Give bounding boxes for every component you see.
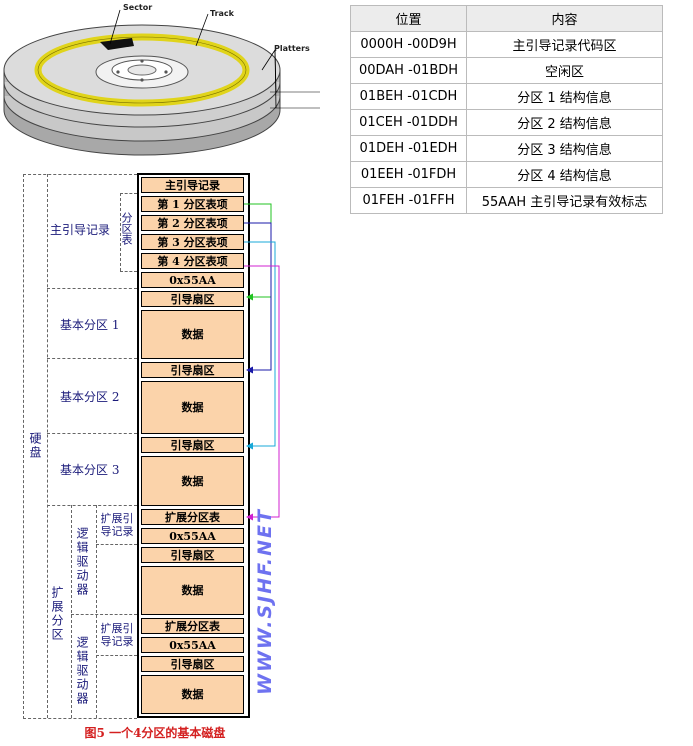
- watermark: WWW.SJHF.NET: [254, 508, 276, 695]
- arrow-entry-4-to-extended-table: [244, 265, 280, 521]
- table-cell-content: 分区 3 结构信息: [466, 135, 663, 162]
- data-5-block: 数据: [141, 675, 244, 714]
- partition-entry-3-block: 第 3 分区表项: [141, 234, 244, 250]
- boot-sector-5-block: 引导扇区: [141, 656, 244, 672]
- arrow-entry-1-to-boot-sector-1: [244, 203, 272, 301]
- arrow-entry-2-to-boot-sector-2: [244, 222, 272, 374]
- bracket-line: [120, 271, 137, 272]
- ext-boot-record-2-label: 扩展引导记录: [100, 622, 134, 648]
- bracket-line: [47, 288, 137, 289]
- bracket-line: [47, 433, 137, 434]
- logical-drive-1-label: 逻辑驱动器: [75, 527, 89, 597]
- table-cell-content: 分区 2 结构信息: [466, 109, 663, 136]
- table-cell-position: 01DEH -01EDH: [350, 135, 467, 162]
- bracket-line: [47, 358, 137, 359]
- bracket-line: [23, 174, 24, 719]
- table-cell-position: 01FEH -01FFH: [350, 187, 467, 214]
- ext-boot-record-1-label: 扩展引导记录: [100, 512, 134, 538]
- bracket-line: [120, 193, 137, 194]
- mbr-block: 主引导记录: [141, 177, 244, 193]
- bracket-line: [71, 505, 72, 718]
- bracket-line: [47, 505, 137, 506]
- bracket-line: [96, 505, 97, 718]
- data-4-block: 数据: [141, 566, 244, 615]
- basic-partition-1-label: 基本分区 1: [60, 318, 120, 332]
- bracket-line: [71, 614, 137, 615]
- table-header-row: 位置 内容: [350, 5, 663, 32]
- table-cell-position: 0000H -00D9H: [350, 31, 467, 58]
- sector-label: Sector: [123, 3, 153, 12]
- arrow-entry-3-to-boot-sector-3: [244, 241, 276, 450]
- table-cell-position: 00DAH -01BDH: [350, 57, 467, 84]
- table-cell-content: 主引导记录代码区: [466, 31, 663, 58]
- boot-sector-2-block: 引导扇区: [141, 362, 244, 378]
- hard-disk-platters-image: [3, 9, 320, 156]
- signature-3-block: 0x55AA: [141, 637, 244, 653]
- basic-partition-3-label: 基本分区 3: [60, 463, 120, 477]
- partition-table-label: 分区表: [120, 212, 133, 245]
- table-cell-position: 01EEH -01FDH: [350, 161, 467, 188]
- data-3-block: 数据: [141, 456, 244, 506]
- mbr-label: 主引导记录: [50, 223, 111, 237]
- partition-entry-1-block: 第 1 分区表项: [141, 196, 244, 212]
- boot-sector-1-block: 引导扇区: [141, 291, 244, 307]
- bracket-line: [23, 174, 137, 175]
- table-cell-content: 55AAH 主引导记录有效标志: [466, 187, 663, 214]
- column-header-content: 内容: [466, 5, 663, 32]
- boot-sector-4-block: 引导扇区: [141, 547, 244, 563]
- disk-illustration: Sector Track Platters: [0, 0, 330, 162]
- figure-caption: 图5 一个4分区的基本磁盘: [84, 726, 226, 740]
- bracket-line: [120, 193, 121, 271]
- basic-partition-2-label: 基本分区 2: [60, 390, 120, 404]
- partition-entry-2-block: 第 2 分区表项: [141, 215, 244, 231]
- bracket-line: [23, 718, 137, 719]
- data-2-block: 数据: [141, 381, 244, 434]
- signature-2-block: 0x55AA: [141, 528, 244, 544]
- bracket-line: [47, 174, 48, 718]
- hard-disk-label: 硬盘: [28, 432, 42, 460]
- boot-sector-3-block: 引导扇区: [141, 437, 244, 453]
- data-1-block: 数据: [141, 310, 244, 359]
- extended-partition-label: 扩展分区: [50, 586, 64, 642]
- platters-label: Platters: [274, 44, 310, 53]
- track-label: Track: [210, 9, 234, 18]
- extended-partition-table-2-block: 扩展分区表: [141, 618, 244, 634]
- signature-block: 0x55AA: [141, 272, 244, 288]
- table-cell-content: 分区 1 结构信息: [466, 83, 663, 110]
- partition-entry-4-block: 第 4 分区表项: [141, 253, 244, 269]
- extended-partition-table-1-block: 扩展分区表: [141, 509, 244, 525]
- bracket-line: [96, 655, 137, 656]
- logical-drive-2-label: 逻辑驱动器: [75, 636, 89, 706]
- table-cell-position: 01CEH -01DDH: [350, 109, 467, 136]
- bracket-line: [96, 544, 137, 545]
